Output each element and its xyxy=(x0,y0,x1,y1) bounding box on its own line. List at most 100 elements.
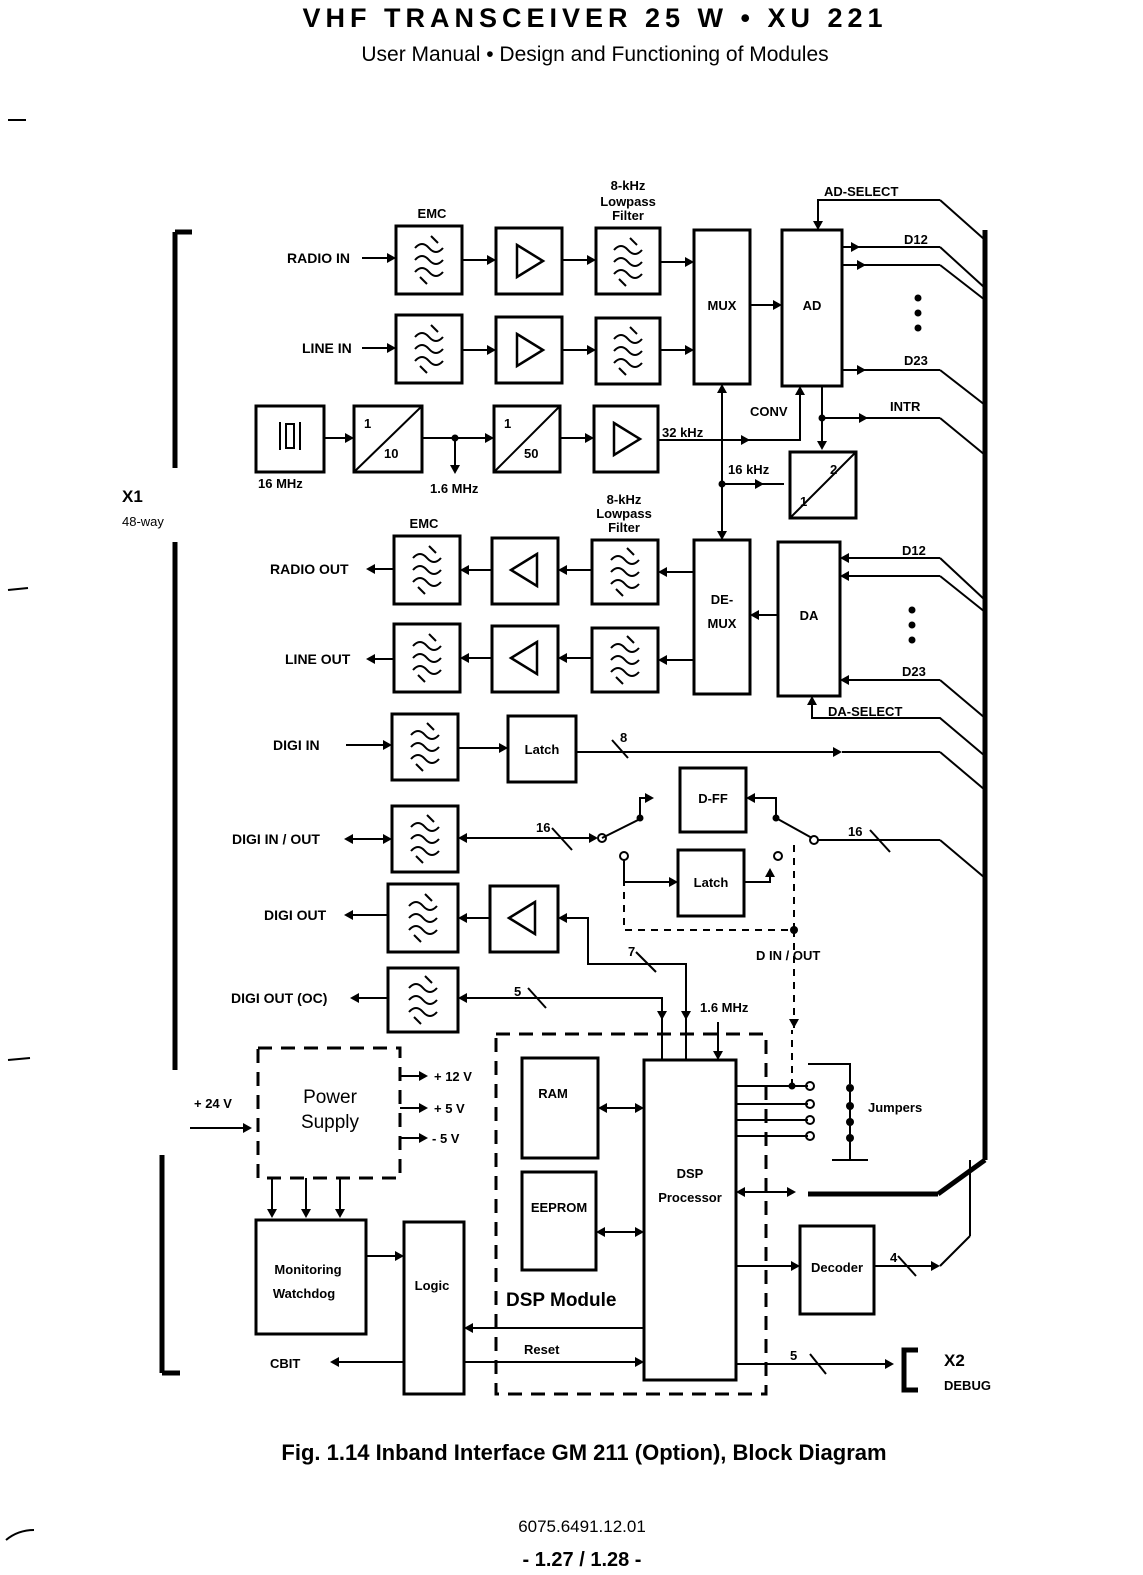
demux-block xyxy=(692,538,752,696)
amp-line-in xyxy=(494,315,564,385)
power-supply-block xyxy=(256,1046,402,1180)
bus-width-digi-io-right: 16 xyxy=(848,824,862,839)
margin-marks xyxy=(5,119,35,1541)
amp-digi-out xyxy=(488,884,560,954)
page-title: VHF TRANSCEIVER 25 W • XU 221 xyxy=(302,3,887,33)
radio-out-label: RADIO OUT xyxy=(270,561,349,577)
bus-width-debug: 5 xyxy=(790,1348,797,1363)
page-subtitle: User Manual • Design and Functioning of … xyxy=(361,43,828,66)
d12-top-label: D12 xyxy=(904,232,928,247)
ad-select-label: AD-SELECT xyxy=(824,184,898,199)
line-in-label: LINE IN xyxy=(302,340,352,356)
conv-label: CONV xyxy=(750,404,788,419)
decoder-block xyxy=(798,1224,876,1316)
digi-inout-label: DIGI IN / OUT xyxy=(232,831,320,847)
decoder-label: Decoder xyxy=(811,1260,863,1275)
divider-2-num: 2 xyxy=(830,462,837,477)
power-supply-label-2: Supply xyxy=(301,1112,360,1133)
monitor-label-2: Watchdog xyxy=(273,1286,335,1301)
mux-block xyxy=(692,228,752,386)
digi-out-label: DIGI OUT xyxy=(264,907,327,923)
plus24-label: + 24 V xyxy=(194,1096,232,1111)
ram-label: RAM xyxy=(538,1086,568,1101)
d23-bot-label: D23 xyxy=(902,664,926,679)
page-number: - 1.27 / 1.28 - xyxy=(523,1549,642,1571)
latch-mid-label: Latch xyxy=(694,875,729,890)
cbit-label: CBIT xyxy=(270,1356,300,1371)
dsp-module-boundary xyxy=(494,1032,768,1396)
connector-x2-sublabel: DEBUG xyxy=(944,1378,991,1393)
bus-width-digi-out: 7 xyxy=(628,944,635,959)
crystal-oscillator xyxy=(254,404,326,474)
bus-width-digi-io-left: 16 xyxy=(536,820,550,835)
emc-top-label: EMC xyxy=(418,206,448,221)
amp-radio-out xyxy=(490,536,560,606)
connector-x1-sublabel: 48-way xyxy=(122,514,164,529)
mhz1-6-label: 1.6 MHz xyxy=(430,481,479,496)
dsp-module-label: DSP Module xyxy=(506,1290,617,1311)
da-select-label: DA-SELECT xyxy=(828,704,902,719)
connector-x2-label: X2 xyxy=(944,1351,965,1370)
lpf-bot-label-1: 8-kHz xyxy=(607,492,642,507)
figure-caption: Fig. 1.14 Inband Interface GM 211 (Optio… xyxy=(281,1440,886,1465)
plus12-label: + 12 V xyxy=(434,1069,472,1084)
bus-width-decoder: 4 xyxy=(890,1250,898,1265)
divider-50-den: 50 xyxy=(524,446,538,461)
amp-clock xyxy=(592,404,660,474)
plus5-label: + 5 V xyxy=(434,1101,465,1116)
divider-10-num: 1 xyxy=(364,416,371,431)
dsp-processor-block xyxy=(642,1058,738,1382)
amp-radio-in xyxy=(494,226,564,296)
emc-bot-label: EMC xyxy=(410,516,440,531)
lpf-top-label-1: 8-kHz xyxy=(611,178,646,193)
intr-label: INTR xyxy=(890,399,921,414)
reset-label: Reset xyxy=(524,1342,560,1357)
eeprom-block xyxy=(520,1170,598,1272)
demux-label-2: MUX xyxy=(708,616,737,631)
dsp-label-2: Processor xyxy=(658,1190,722,1205)
radio-in-label: RADIO IN xyxy=(287,250,350,266)
ram-block xyxy=(520,1056,600,1160)
latch-in-label: Latch xyxy=(525,742,560,757)
logic-label: Logic xyxy=(415,1278,450,1293)
dff-block xyxy=(678,766,748,834)
doc-number: 6075.6491.12.01 xyxy=(518,1517,646,1536)
latch-digi-in xyxy=(506,714,578,784)
line-out-label: LINE OUT xyxy=(285,651,351,667)
lpf-top-label-3: Filter xyxy=(612,208,644,223)
minus5-label: - 5 V xyxy=(432,1131,460,1146)
lpf-bot-label-2: Lowpass xyxy=(596,506,652,521)
divider-50-num: 1 xyxy=(504,416,511,431)
logic-block xyxy=(402,1220,466,1396)
ad-label: AD xyxy=(803,298,822,313)
ad-converter-block xyxy=(780,228,844,388)
digi-in-label: DIGI IN xyxy=(273,737,320,753)
din-out-label: D IN / OUT xyxy=(756,948,820,963)
power-supply-label-1: Power xyxy=(303,1087,358,1108)
da-label: DA xyxy=(800,608,819,623)
amp-line-out xyxy=(490,624,560,694)
bus-width-digi-out-oc: 5 xyxy=(514,984,521,999)
monitor-label-1: Monitoring xyxy=(274,1262,341,1277)
connector-x1-bracket xyxy=(159,229,192,1376)
dff-label: D-FF xyxy=(698,791,728,806)
jumpers-label: Jumpers xyxy=(868,1100,922,1115)
khz32-label: 32 kHz xyxy=(662,425,704,440)
eeprom-label: EEPROM xyxy=(531,1200,587,1215)
mhz16-label: 16 MHz xyxy=(258,476,303,491)
khz16-label: 16 kHz xyxy=(728,462,770,477)
mux-label: MUX xyxy=(708,298,737,313)
bus-width-digi-in: 8 xyxy=(620,730,627,745)
dsp-label-1: DSP xyxy=(677,1166,704,1181)
digi-out-oc-label: DIGI OUT (OC) xyxy=(231,990,327,1006)
da-converter-block xyxy=(776,540,842,698)
monitoring-watchdog-block xyxy=(254,1218,368,1336)
lpf-bot-label-3: Filter xyxy=(608,520,640,535)
lpf-top-label-2: Lowpass xyxy=(600,194,656,209)
right-bus xyxy=(808,230,988,1197)
demux-label-1: DE- xyxy=(711,592,733,607)
divider-2-den: 1 xyxy=(800,494,807,509)
d23-top-label: D23 xyxy=(904,353,928,368)
divider-10-den: 10 xyxy=(384,446,398,461)
